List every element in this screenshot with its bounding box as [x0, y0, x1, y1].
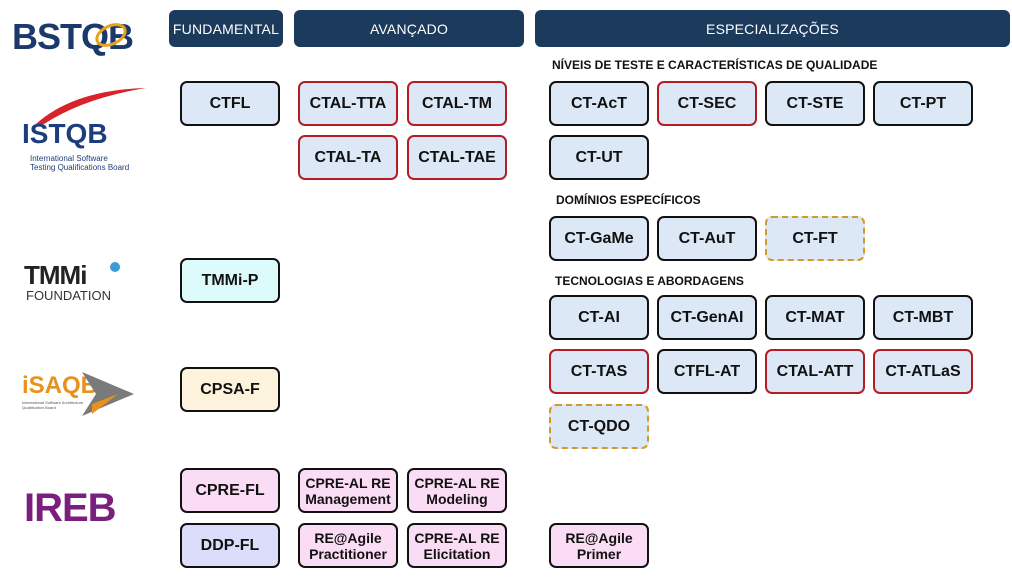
bstqb-logo: BSTQB [12, 14, 158, 57]
istqb-logo-text: ISTQB [22, 118, 108, 149]
istqb-logo: ISTQB International Software Testing Qua… [20, 86, 170, 178]
cert-cpre-al-re-modeling-line2: Modeling [426, 490, 488, 507]
cert-ddp-fl[interactable]: DDP-FL [180, 523, 280, 568]
header-fundamental: FUNDAMENTAL [169, 10, 283, 47]
cert-cpre-al-re-elicitation-line2: Elicitation [423, 545, 491, 562]
cert-re-agile-primer-line1: RE@Agile [565, 529, 633, 546]
cert-re-agile-practitioner[interactable]: RE@Agile Practitioner [298, 523, 398, 568]
cert-ct-sec[interactable]: CT-SEC [657, 81, 757, 126]
cert-ct-ft[interactable]: CT-FT [765, 216, 865, 261]
cert-cpre-al-re-management-line2: Management [305, 490, 391, 507]
tmmi-dot-icon [110, 262, 120, 272]
cert-cpsa-f[interactable]: CPSA-F [180, 367, 280, 412]
isaqb-sub-line2: Qualification Board [22, 405, 56, 410]
cert-ct-qdo[interactable]: CT-QDO [549, 404, 649, 449]
cert-cpre-al-re-elicitation-line1: CPRE-AL RE [414, 529, 500, 546]
cert-cpre-al-re-modeling-line1: CPRE-AL RE [414, 474, 500, 491]
ireb-logo-text: IREB [24, 486, 117, 530]
cert-ct-ste[interactable]: CT-STE [765, 81, 865, 126]
cert-ctal-att[interactable]: CTAL-ATT [765, 349, 865, 394]
cert-re-agile-primer-line2: Primer [576, 545, 622, 562]
cert-ct-genai[interactable]: CT-GenAI [657, 295, 757, 340]
cert-ct-game[interactable]: CT-GaMe [549, 216, 649, 261]
cert-ct-mat[interactable]: CT-MAT [765, 295, 865, 340]
cert-ct-ai[interactable]: CT-AI [549, 295, 649, 340]
tmmi-sub-text: FOUNDATION [26, 288, 111, 303]
section-niveis-title: NÍVEIS DE TESTE E CARACTERÍSTICAS DE QUA… [552, 58, 878, 72]
bstqb-logo-text: BSTQB [12, 16, 134, 57]
istqb-swoosh-icon [36, 88, 146, 124]
isaqb-sub-line1: International Software Architecture [22, 400, 84, 405]
tmmi-logo: TMMi FOUNDATION [24, 260, 134, 306]
cert-ct-mbt[interactable]: CT-MBT [873, 295, 973, 340]
cert-cpre-al-re-elicitation[interactable]: CPRE-AL RE Elicitation [407, 523, 507, 568]
cert-ct-act[interactable]: CT-AcT [549, 81, 649, 126]
cert-ctal-tm[interactable]: CTAL-TM [407, 81, 507, 126]
ireb-logo: IREB [24, 486, 120, 532]
cert-ct-ut[interactable]: CT-UT [549, 135, 649, 180]
cert-ct-aut[interactable]: CT-AuT [657, 216, 757, 261]
header-avancado: AVANÇADO [294, 10, 524, 47]
cert-cpre-al-re-management-line1: CPRE-AL RE [305, 474, 391, 491]
cert-re-agile-practitioner-line1: RE@Agile [314, 529, 382, 546]
cert-ctal-ta[interactable]: CTAL-TA [298, 135, 398, 180]
header-especializacoes: ESPECIALIZAÇÕES [535, 10, 1010, 47]
cert-ctfl-at[interactable]: CTFL-AT [657, 349, 757, 394]
tmmi-logo-text: TMMi [24, 260, 87, 290]
cert-cpre-al-re-modeling[interactable]: CPRE-AL RE Modeling [407, 468, 507, 513]
section-dominios-title: DOMÍNIOS ESPECÍFICOS [556, 193, 701, 207]
cert-ctal-tta[interactable]: CTAL-TTA [298, 81, 398, 126]
cert-ct-atlas[interactable]: CT-ATLaS [873, 349, 973, 394]
section-tecnologias-title: TECNOLOGIAS E ABORDAGENS [555, 274, 744, 288]
isaqb-logo: iSAQB International Software Architectur… [22, 366, 142, 422]
istqb-sub-line1: International Software [30, 154, 108, 163]
cert-cpre-fl[interactable]: CPRE-FL [180, 468, 280, 513]
cert-re-agile-practitioner-line2: Practitioner [309, 545, 387, 562]
cert-ctfl[interactable]: CTFL [180, 81, 280, 126]
istqb-sub-line2: Testing Qualifications Board [30, 163, 130, 172]
cert-tmmi-p[interactable]: TMMi-P [180, 258, 280, 303]
bstqb-swirl-icon [95, 23, 127, 47]
cert-ctal-tae[interactable]: CTAL-TAE [407, 135, 507, 180]
cert-ct-tas[interactable]: CT-TAS [549, 349, 649, 394]
cert-cpre-al-re-management[interactable]: CPRE-AL RE Management [298, 468, 398, 513]
cert-re-agile-primer[interactable]: RE@Agile Primer [549, 523, 649, 568]
cert-ct-pt[interactable]: CT-PT [873, 81, 973, 126]
isaqb-chevron-icon [82, 372, 134, 416]
